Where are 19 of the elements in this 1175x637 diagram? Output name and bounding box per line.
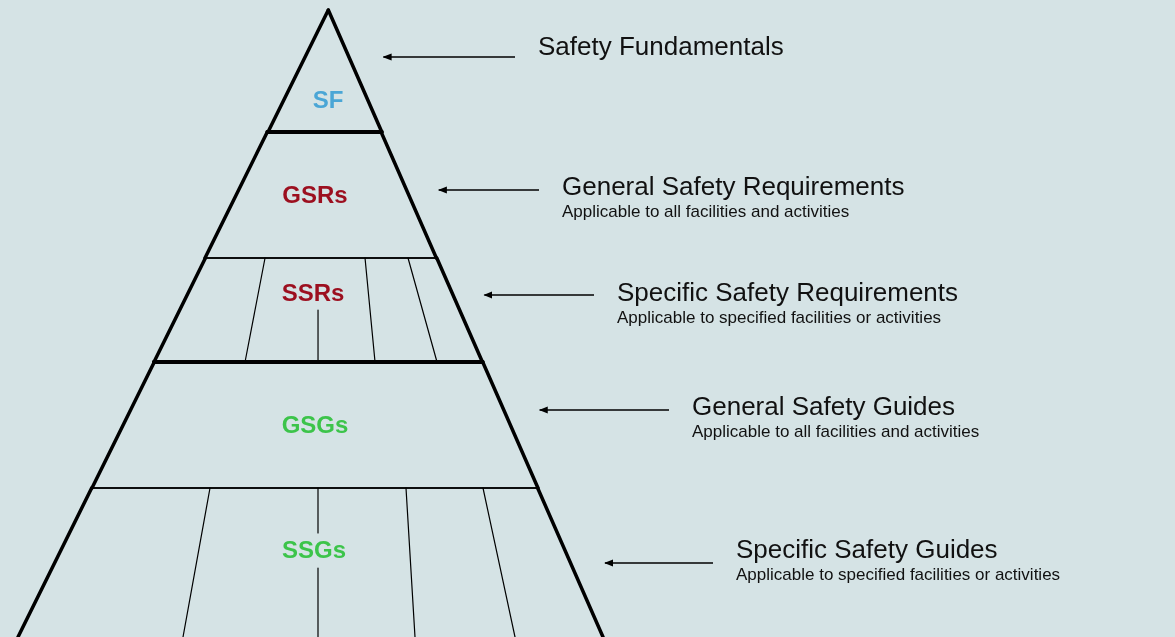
tier-label: SSGs	[282, 538, 346, 562]
tier-label: SSRs	[281, 281, 345, 305]
tier-description: Applicable to specified facilities or activities	[617, 307, 943, 329]
tier-label: GSGs	[281, 413, 349, 437]
arrow	[483, 291, 595, 299]
tier-description: Applicable to all facilities and activities	[562, 201, 851, 223]
arrow	[382, 53, 516, 61]
arrow	[437, 186, 540, 194]
tier-label: SF	[312, 88, 344, 112]
tier-description: Applicable to specified facilities or activities	[736, 564, 1061, 586]
arrow	[538, 406, 670, 414]
tier-label: GSRs	[282, 183, 348, 207]
tier-title: General Safety Guides	[692, 392, 957, 422]
tier-title: Safety Fundamentals	[538, 32, 784, 62]
arrow	[604, 559, 714, 567]
tier-title: Specific Safety Requirements	[617, 278, 959, 308]
tier-title: General Safety Requirements	[562, 172, 905, 202]
tier-description: Applicable to all facilities and activities	[692, 421, 980, 443]
tier-title: Specific Safety Guides	[736, 535, 999, 565]
